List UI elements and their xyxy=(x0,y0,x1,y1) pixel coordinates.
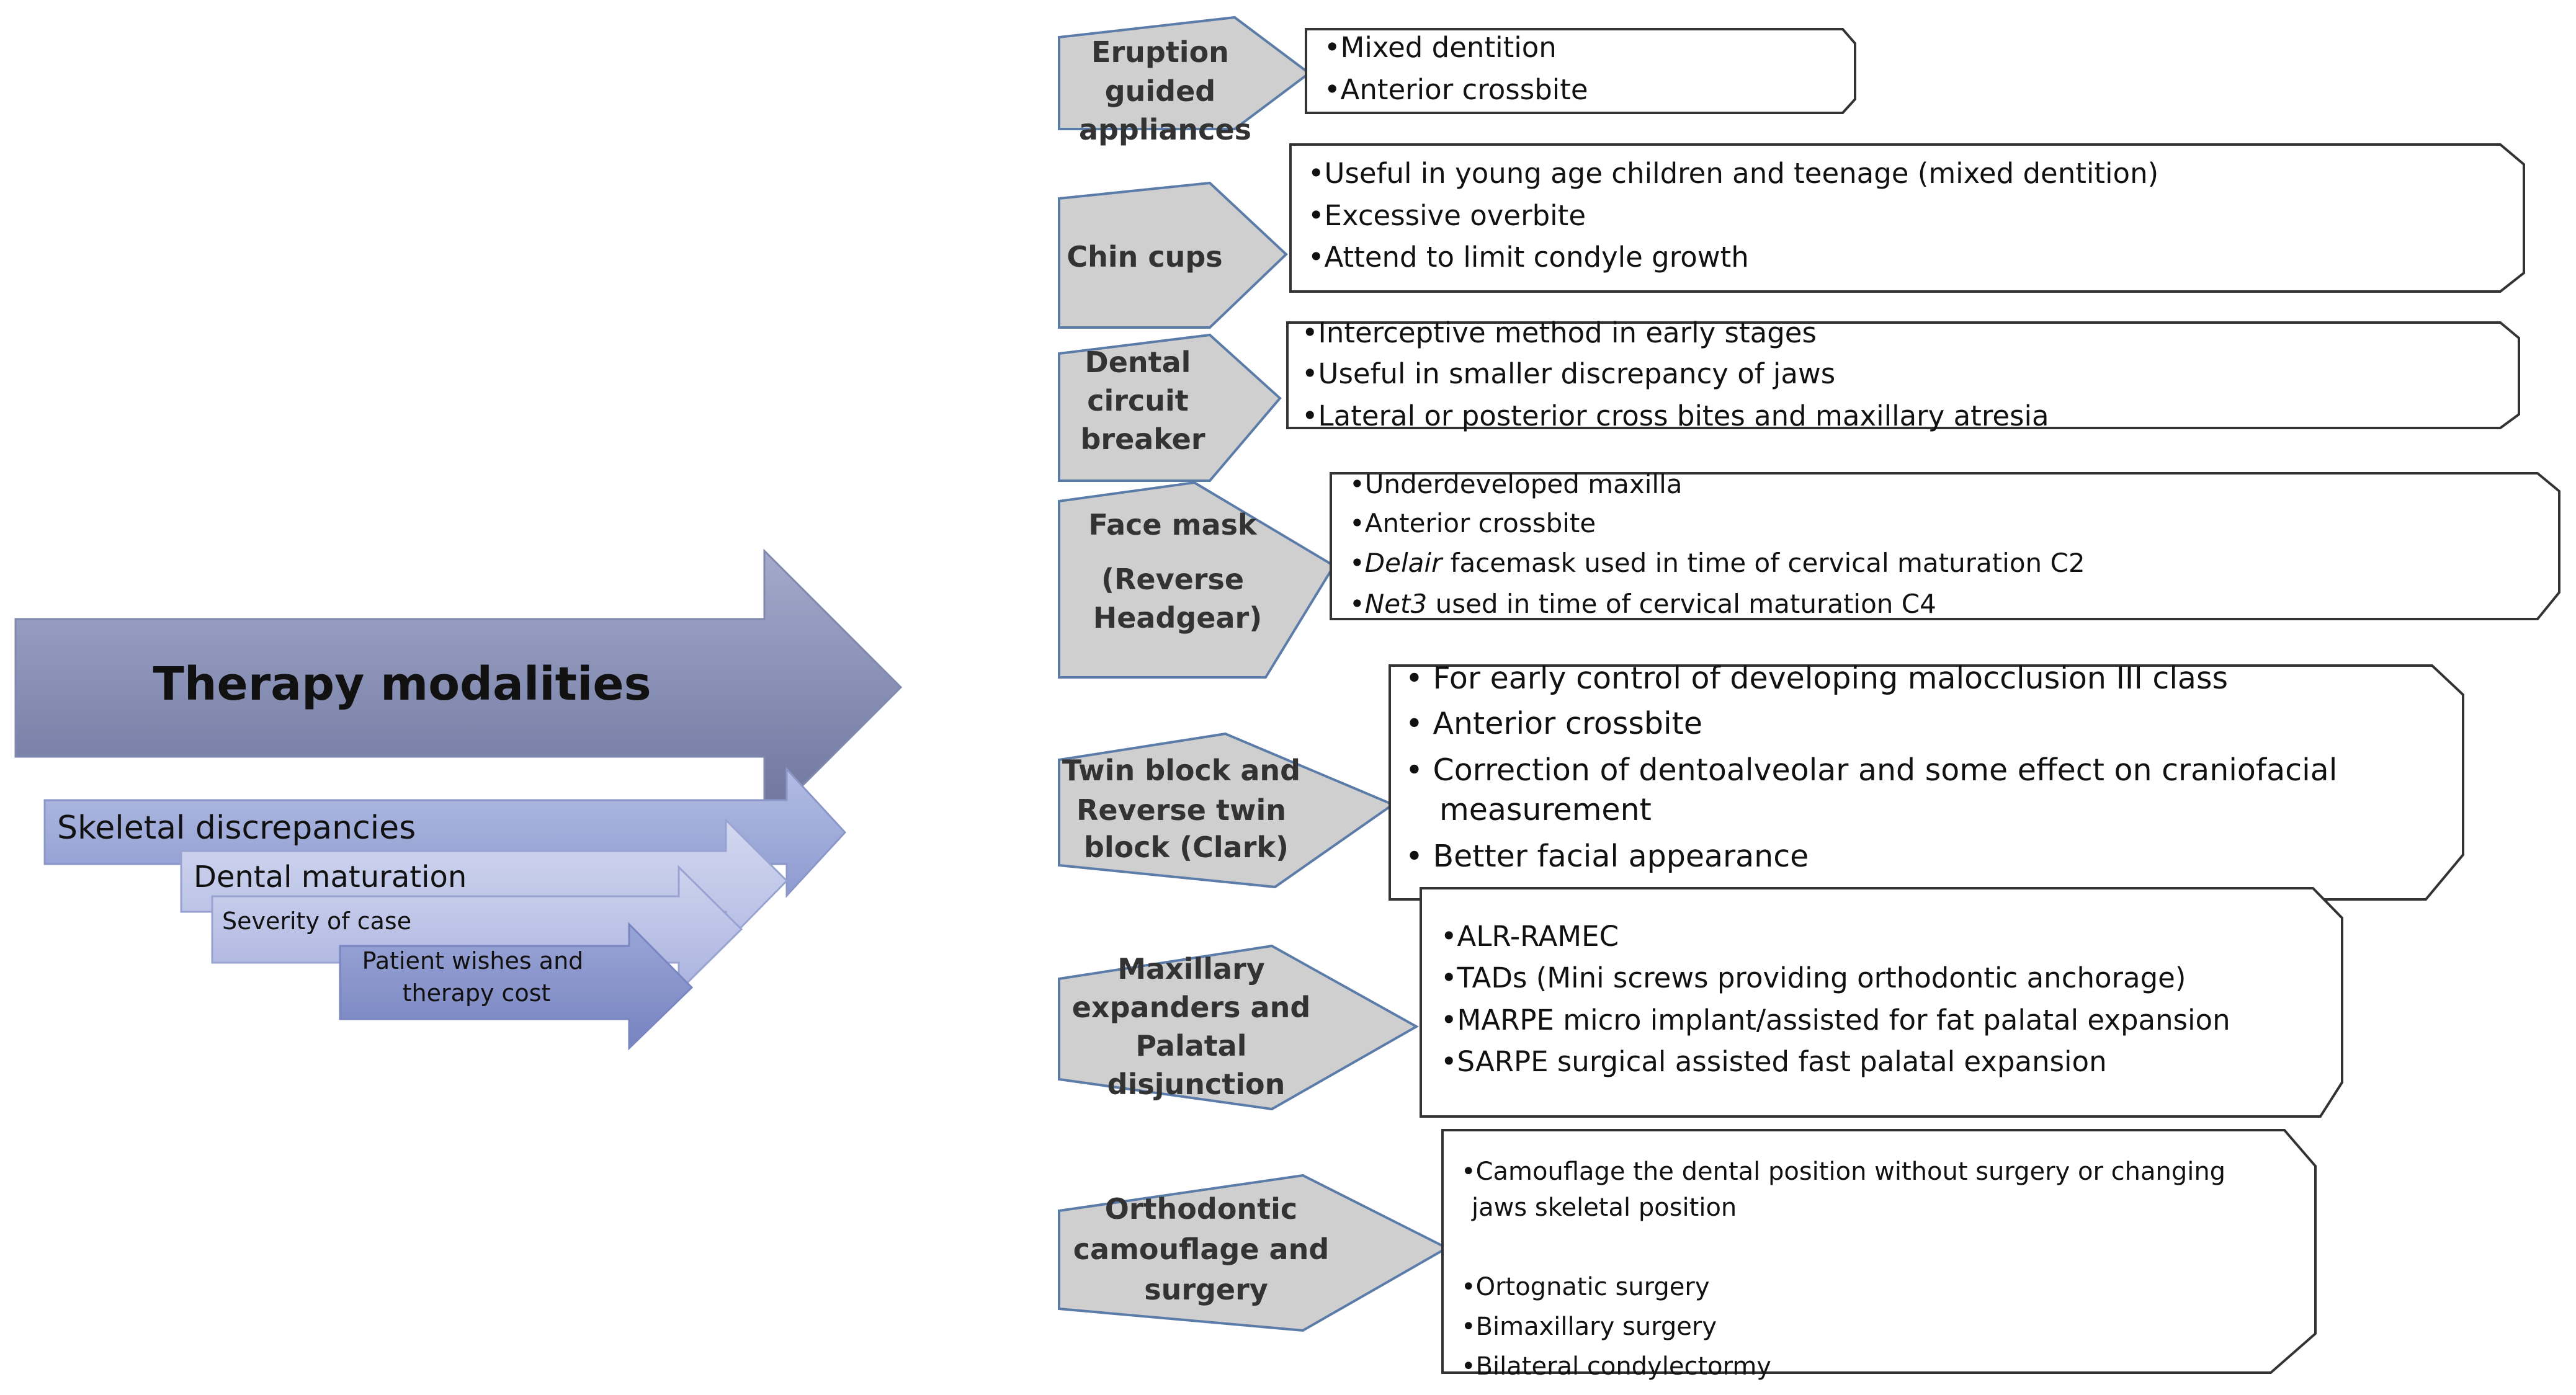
category-dental-circuit-breaker-shape xyxy=(1058,333,1282,482)
category-orthodontic-camouflage-shape xyxy=(1058,1174,1450,1332)
category-face-mask: Face mask (Reverse Headgear) •Underdevel… xyxy=(1058,469,2560,679)
category-chin-cups-shape xyxy=(1058,181,1288,329)
factor-label-dental-maturation: Dental maturation xyxy=(194,860,467,894)
category-face-mask-shape xyxy=(1058,481,1336,679)
details-maxillary-expanders: •ALR-RAMEC •TADs (Mini screws providing … xyxy=(1441,920,2233,1078)
category-maxillary-expanders-label: Maxillary expanders and Palatal disjunct… xyxy=(1072,952,1321,1101)
details-box-eruption-guided-appliances xyxy=(1305,28,1856,114)
category-orthodontic-camouflage-label: Orthodontic camouflage and surgery xyxy=(1073,1192,1339,1306)
factor-label-patient-wishes: Patient wishes and therapy cost xyxy=(362,947,591,1007)
category-maxillary-expanders-shape xyxy=(1058,944,1420,1111)
details-face-mask: •Underdeveloped maxilla •Anterior crossb… xyxy=(1349,469,2088,619)
details-eruption-guided-appliances: •Mixed dentition •Anterior crossbite xyxy=(1324,31,1588,106)
category-maxillary-expanders: Maxillary expanders and Palatal disjunct… xyxy=(1058,887,2343,1118)
category-twin-block: Twin block and Reverse twin block (Clark… xyxy=(1058,661,2464,901)
factor-arrow-patient-wishes-shape xyxy=(339,922,694,1051)
factor-arrow-patient-wishes: Patient wishes and therapy cost xyxy=(339,922,694,1051)
main-arrow-shape xyxy=(14,548,903,826)
details-box-orthodontic-camouflage xyxy=(1441,1129,2317,1374)
category-dental-circuit-breaker: Dental circuit breaker •Interceptive met… xyxy=(1058,316,2520,482)
details-twin-block: • For early control of developing malocc… xyxy=(1405,661,2340,874)
category-twin-block-label: Twin block and Reverse twin block (Clark… xyxy=(1062,754,1310,864)
category-twin-block-shape xyxy=(1058,732,1396,889)
factor-label-skeletal: Skeletal discrepancies xyxy=(57,809,416,847)
details-box-maxillary-expanders xyxy=(1420,887,2343,1118)
details-dental-circuit-breaker: •Interceptive method in early stages •Us… xyxy=(1302,316,2049,432)
details-box-chin-cups xyxy=(1289,143,2525,293)
factor-arrows: Skeletal discrepancies Dental maturation… xyxy=(43,767,847,1051)
category-list: Eruption guided appliances •Mixed dentit… xyxy=(1058,16,2560,1381)
factor-arrow-dental-maturation: Dental maturation xyxy=(180,818,789,945)
details-box-twin-block xyxy=(1389,664,2464,901)
category-eruption-guided-appliances-shape xyxy=(1058,16,1312,130)
category-chin-cups: Chin cups •Useful in young age children … xyxy=(1058,143,2525,329)
category-eruption-guided-appliances-label: Eruption guided appliances xyxy=(1079,35,1251,146)
main-arrow: Therapy modalities xyxy=(14,548,903,826)
category-eruption-guided-appliances: Eruption guided appliances •Mixed dentit… xyxy=(1058,16,1856,146)
factor-label-severity: Severity of case xyxy=(222,907,411,935)
main-arrow-title: Therapy modalities xyxy=(153,657,651,711)
details-orthodontic-camouflage: •Camouflage the dental position without … xyxy=(1461,1157,2229,1381)
details-box-dental-circuit-breaker xyxy=(1286,321,2520,429)
category-dental-circuit-breaker-label: Dental circuit breaker xyxy=(1080,345,1205,456)
category-face-mask-label: Face mask (Reverse Headgear) xyxy=(1088,508,1266,635)
details-box-face-mask xyxy=(1330,472,2560,620)
category-chin-cups-label: Chin cups xyxy=(1067,240,1222,274)
details-chin-cups: •Useful in young age children and teenag… xyxy=(1308,157,2162,274)
category-orthodontic-camouflage: Orthodontic camouflage and surgery •Camo… xyxy=(1058,1129,2317,1381)
